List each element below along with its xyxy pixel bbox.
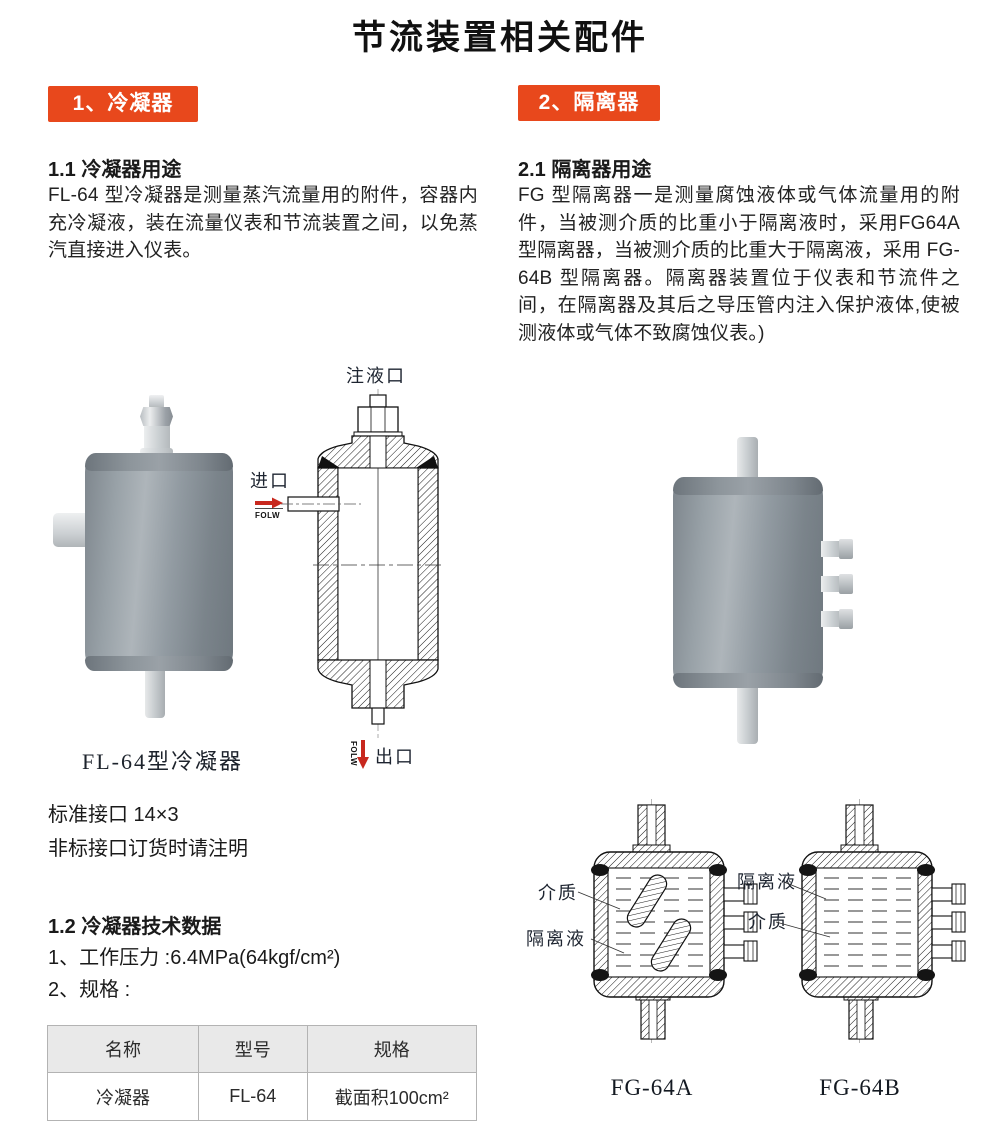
condenser-section-badge: 1、冷凝器 xyxy=(48,86,198,122)
table-cell-spec: 截面积100cm² xyxy=(306,1072,478,1121)
condenser-tech-heading: 1.2 冷凝器技术数据 xyxy=(48,916,222,938)
bolt-channel xyxy=(369,435,387,469)
fg-vessel xyxy=(591,799,758,1043)
isolator-usage-heading: 2.1 隔离器用途 xyxy=(518,159,652,181)
condenser-spec-table: 名称 型号 规格 冷凝器 FL-64 截面积100cm² xyxy=(47,1025,478,1121)
isolator-photo-bottom-pipe xyxy=(737,686,758,744)
inlet-label: 进口 xyxy=(250,471,290,491)
isolator-photo-nozzle-1-nut xyxy=(839,539,853,559)
isolator-photo-bottom-rim xyxy=(673,673,823,688)
condenser-note-1: 标准接口 14×3 xyxy=(48,804,179,826)
isolator-photo xyxy=(650,428,860,748)
condenser-photo-collar xyxy=(140,448,173,455)
isolator-section-badge: 2、隔离器 xyxy=(518,85,660,121)
isolator-photo-top-pipe xyxy=(737,437,758,482)
outlet-label: 出口 xyxy=(375,747,415,767)
table-row: 冷凝器 FL-64 截面积100cm² xyxy=(47,1072,478,1121)
condenser-usage-heading: 1.1 冷凝器用途 xyxy=(48,159,182,181)
isolator-photo-nozzle-3 xyxy=(821,611,841,627)
flow-arrow-right-icon xyxy=(255,497,283,509)
fg64a-caption: FG-64A xyxy=(611,1075,694,1100)
table-cell-model: FL-64 xyxy=(198,1072,308,1121)
table-header-spec: 规格 xyxy=(306,1025,478,1073)
outlet-flow-label: FOLW xyxy=(349,741,358,766)
fill-port-bolt xyxy=(353,394,403,437)
table-cell-name: 冷凝器 xyxy=(47,1072,199,1121)
condenser-photo-side-pipe xyxy=(53,513,91,547)
isolator-photo-top-rim xyxy=(673,477,823,495)
fg64b-caption: FG-64B xyxy=(819,1075,900,1100)
isolator-photo-nozzle-2-nut xyxy=(839,574,853,594)
condenser-tech-item-1: 1、工作压力 :6.4MPa(64kgf/cm²) xyxy=(48,947,341,969)
condenser-photo-body xyxy=(85,453,233,671)
right-wall xyxy=(417,467,439,661)
isolator-photo-nozzle-1 xyxy=(821,541,841,557)
outlet-channel xyxy=(369,659,387,709)
condenser-photo-bottom-rim xyxy=(85,656,233,671)
condenser-section-drawing: 注液口 进口 FOLW FOLW 出口 xyxy=(250,366,443,769)
isolator-usage-text: FG 型隔离器一是测量腐蚀液体或气体流量用的附件，当被测介质的比重小于隔离液时，… xyxy=(518,185,960,344)
isolator-photo-nozzle-3-nut xyxy=(839,609,853,629)
condenser-tech-item-2: 2、规格 : xyxy=(48,979,131,1001)
outlet-pipe xyxy=(371,707,385,725)
condenser-photo-top-rim xyxy=(85,453,233,471)
isolator-photo-nozzle-2 xyxy=(821,576,841,592)
table-header-model: 型号 xyxy=(198,1025,308,1073)
fg64a-baffles xyxy=(626,874,692,972)
condenser-photo-stud xyxy=(149,395,164,408)
condenser-photo-neck xyxy=(144,426,170,449)
condenser-usage-text: FL-64 型冷凝器是测量蒸汽流量用的附件，容器内充冷凝液，装在流量仪表和节流装… xyxy=(48,185,478,261)
isolator-photo-body xyxy=(673,477,823,688)
condenser-photo xyxy=(45,393,240,728)
fg64a-medium-label: 介质 xyxy=(538,883,578,903)
condenser-photo-hex-nut xyxy=(140,407,173,426)
table-header-row: 名称 型号 规格 xyxy=(47,1025,478,1073)
fg64b-seal-liquid-label: 隔离液 xyxy=(737,872,797,892)
fg64b-vessel xyxy=(798,798,966,1044)
fg64b-medium-label: 介质 xyxy=(748,912,788,932)
condenser-photo-caption: FL-64型冷凝器 xyxy=(82,749,244,774)
table-header-name: 名称 xyxy=(47,1025,199,1073)
fg64a-seal-liquid-label: 隔离液 xyxy=(526,929,586,949)
flow-arrow-down-icon xyxy=(357,740,369,769)
condenser-note-2: 非标接口订货时请注明 xyxy=(48,838,248,860)
condenser-photo-bottom-pipe xyxy=(145,670,165,718)
fill-port-label: 注液口 xyxy=(346,366,406,386)
page-title: 节流装置相关配件 xyxy=(352,19,648,57)
inlet-flow-label: FOLW xyxy=(255,511,280,520)
isolator-section-drawings: 介质 隔离液 隔离液 介质 FG-64A FG-64B xyxy=(526,798,966,1100)
